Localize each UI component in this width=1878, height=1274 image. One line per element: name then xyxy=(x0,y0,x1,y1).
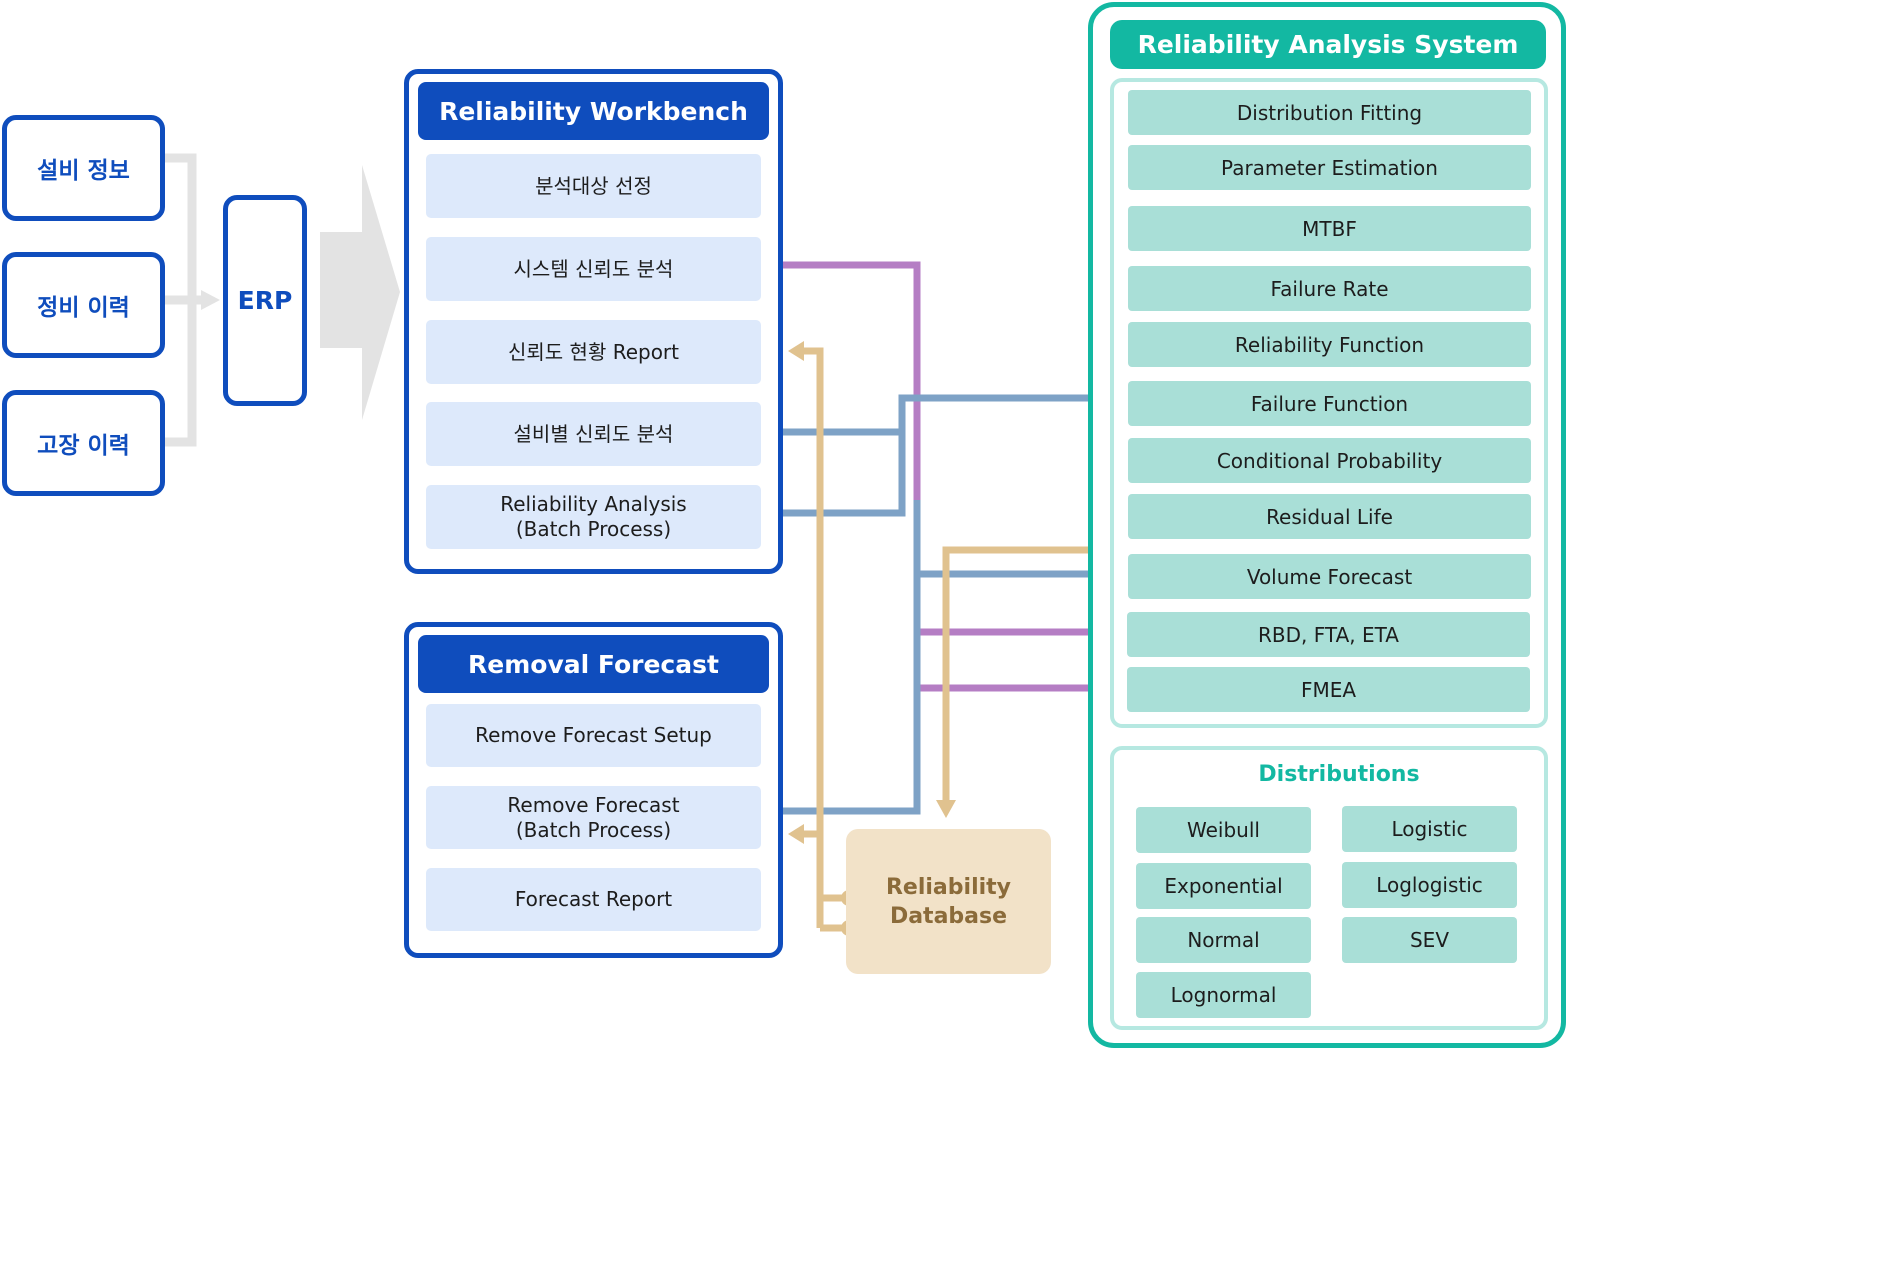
ras-function[interactable]: Reliability Function xyxy=(1128,322,1531,367)
tan-links xyxy=(788,341,1088,936)
workbench-item[interactable]: 설비별 신뢰도 분석 xyxy=(426,402,761,466)
workbench-item-label: 설비별 신뢰도 분석 xyxy=(513,421,674,446)
workbench-item[interactable]: 신뢰도 현황 Report xyxy=(426,320,761,384)
steel-links xyxy=(783,394,1088,815)
ras-function[interactable]: Distribution Fitting xyxy=(1128,90,1531,135)
distribution-label: Loglogistic xyxy=(1376,873,1483,897)
ras-function-label: Reliability Function xyxy=(1234,332,1425,357)
source-equipment-info: 설비 정보 xyxy=(2,115,165,221)
ras-function-label: Distribution Fitting xyxy=(1236,100,1423,125)
purple-links xyxy=(783,261,1088,692)
removal-forecast-title: Removal Forecast xyxy=(418,635,769,693)
ras-function[interactable]: FMEA xyxy=(1127,667,1530,712)
distribution-label: Weibull xyxy=(1187,818,1260,842)
reliability-database: Reliability Database xyxy=(846,829,1051,974)
source-failure-history: 고장 이력 xyxy=(2,390,165,496)
erp-label: ERP xyxy=(237,286,293,315)
ras-function[interactable]: Failure Function xyxy=(1128,381,1531,426)
ras-function-label: RBD, FTA, ETA xyxy=(1258,622,1399,647)
ras-function[interactable]: Conditional Probability xyxy=(1128,438,1531,483)
ras-function[interactable]: Failure Rate xyxy=(1128,266,1531,311)
workbench-item-label: 시스템 신뢰도 분석 xyxy=(513,256,674,281)
removal-item[interactable]: Remove Forecast Setup xyxy=(426,704,761,767)
big-flow-arrow xyxy=(320,165,400,420)
source-maintenance-history: 정비 이력 xyxy=(2,252,165,358)
workbench-item-label: 신뢰도 현황 Report xyxy=(507,339,679,364)
ras-function[interactable]: RBD, FTA, ETA xyxy=(1127,612,1530,657)
workbench-item[interactable]: Reliability Analysis (Batch Process) xyxy=(426,485,761,549)
source-connector xyxy=(164,153,220,447)
distribution-item[interactable]: Loglogistic xyxy=(1342,862,1517,908)
ras-function-label: Conditional Probability xyxy=(1216,448,1443,473)
removal-item[interactable]: Forecast Report xyxy=(426,868,761,931)
workbench-title: Reliability Workbench xyxy=(418,82,769,140)
distribution-item[interactable]: Exponential xyxy=(1136,863,1311,909)
ras-function-label: Failure Function xyxy=(1250,391,1409,416)
distribution-item[interactable]: Normal xyxy=(1136,917,1311,963)
erp-box: ERP xyxy=(223,195,307,406)
ras-title: Reliability Analysis System xyxy=(1110,20,1546,69)
distribution-item[interactable]: SEV xyxy=(1342,917,1517,963)
ras-function-label: Residual Life xyxy=(1266,504,1393,529)
ras-function[interactable]: Parameter Estimation xyxy=(1128,145,1531,190)
ras-function-label: Failure Rate xyxy=(1270,276,1389,301)
ras-function-label: FMEA xyxy=(1300,677,1357,702)
ras-function[interactable]: Volume Forecast xyxy=(1128,554,1531,599)
removal-item-label: Forecast Report xyxy=(514,887,673,911)
workbench-item[interactable]: 분석대상 선정 xyxy=(426,154,761,218)
distribution-label: Logistic xyxy=(1391,817,1468,841)
distribution-item[interactable]: Logistic xyxy=(1342,806,1517,852)
distribution-label: Exponential xyxy=(1164,874,1283,898)
workbench-item-label: 분석대상 선정 xyxy=(535,173,652,198)
distributions-title: Distributions xyxy=(1258,762,1420,787)
removal-item-label: Remove Forecast Setup xyxy=(475,723,712,747)
distribution-label: SEV xyxy=(1409,928,1449,952)
connector-lines xyxy=(164,153,1088,936)
distribution-label: Normal xyxy=(1187,928,1260,952)
removal-item[interactable]: Remove Forecast (Batch Process) xyxy=(426,786,761,849)
workbench-item[interactable]: 시스템 신뢰도 분석 xyxy=(426,237,761,301)
ras-function[interactable]: Residual Life xyxy=(1128,494,1531,539)
workbench-item-label: Reliability Analysis (Batch Process) xyxy=(500,492,687,541)
distribution-item[interactable]: Lognormal xyxy=(1136,972,1311,1018)
source-label: 정비 이력 xyxy=(37,295,130,321)
source-label: 고장 이력 xyxy=(37,433,130,459)
ras-function-label: Parameter Estimation xyxy=(1221,155,1438,180)
distribution-label: Lognormal xyxy=(1170,983,1277,1007)
ras-function-label: MTBF xyxy=(1302,216,1357,241)
database-label: Reliability Database xyxy=(885,874,1012,929)
ras-function[interactable]: MTBF xyxy=(1128,206,1531,251)
ras-function-label: Volume Forecast xyxy=(1246,564,1413,589)
source-label: 설비 정보 xyxy=(37,158,130,184)
removal-item-label: Remove Forecast (Batch Process) xyxy=(507,792,680,842)
distribution-item[interactable]: Weibull xyxy=(1136,807,1311,853)
